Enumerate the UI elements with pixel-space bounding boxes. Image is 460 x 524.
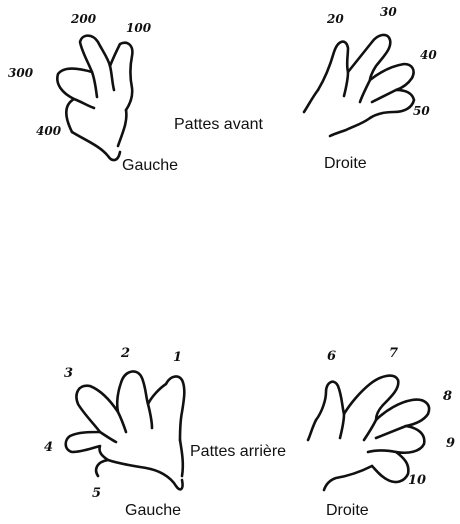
hind-right-digit-label: 6 xyxy=(327,349,336,364)
hind-left-label: Gauche xyxy=(125,502,181,520)
hind-right-digit-label: 9 xyxy=(446,436,455,451)
front-right-digit-label: 50 xyxy=(413,104,430,118)
hind-right-label: Droite xyxy=(326,502,369,520)
front-right-digit-label: 30 xyxy=(380,5,397,19)
front-left-digit-label: 400 xyxy=(36,124,61,138)
front-right-paw-drawing xyxy=(304,35,414,136)
front-left-digit-label: 300 xyxy=(8,66,33,80)
front-right-digit-label: 40 xyxy=(420,48,437,62)
front-right-label: Droite xyxy=(324,155,367,173)
front-left-label: Gauche xyxy=(122,157,178,175)
front-paws-title: Pattes avant xyxy=(174,116,263,134)
front-left-digit-label: 100 xyxy=(126,21,151,35)
front-right-digit-label: 20 xyxy=(327,12,344,26)
hind-right-digit-label: 7 xyxy=(389,346,398,361)
front-left-digit-label: 200 xyxy=(71,12,96,26)
hind-left-digit-label: 4 xyxy=(44,440,53,455)
hind-right-digit-label: 8 xyxy=(443,389,452,404)
hind-paws-title: Pattes arrière xyxy=(190,443,286,461)
front-left-paw-drawing xyxy=(57,36,132,160)
hind-right-digit-label: 10 xyxy=(408,473,426,488)
hind-left-digit-label: 3 xyxy=(64,366,73,381)
hind-left-paw-drawing xyxy=(66,371,185,489)
hind-left-digit-label: 2 xyxy=(121,346,130,361)
hind-left-digit-label: 1 xyxy=(173,350,182,365)
hind-left-digit-label: 5 xyxy=(92,486,101,501)
